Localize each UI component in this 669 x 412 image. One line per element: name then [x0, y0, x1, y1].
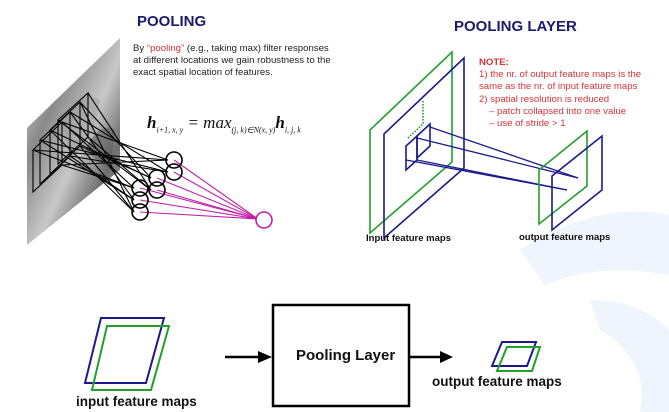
formula-rhs-sub: i, j, k: [284, 125, 301, 135]
connection-line: [57, 119, 152, 191]
pooling-connection-line: [139, 211, 259, 220]
left-title: POOLING: [137, 13, 207, 30]
pooling-connection-line: [173, 171, 259, 220]
connection-line: [61, 121, 169, 161]
connection-line: [69, 111, 169, 173]
note-block: NOTE: 1) the nr. of output feature maps …: [479, 57, 641, 130]
formula-rhs: h: [275, 113, 285, 132]
formula-op: = max: [183, 113, 232, 132]
input-feature-maps-caption: Input feature maps: [366, 233, 451, 244]
connection-line: [69, 111, 135, 201]
formula-lhs: h: [147, 113, 157, 132]
pooling-layer-label: Pooling Layer: [296, 347, 396, 364]
connection-line: [79, 101, 152, 179]
neuron-group: [131, 151, 183, 221]
neuron: [131, 203, 149, 221]
pooling-description: By “pooling” (e.g., taking max) filter r…: [133, 43, 333, 80]
pooling-connection-line: [139, 187, 259, 220]
neuron: [148, 169, 166, 187]
output-feature-maps-3d: [538, 129, 603, 232]
connection-line: [49, 129, 135, 213]
bottom-output-caption: output feature maps: [432, 374, 562, 389]
right-title: POOLING LAYER: [454, 18, 577, 35]
note-line: 1) the nr. of output feature maps is the: [479, 69, 642, 81]
connection-line: [61, 121, 135, 189]
connection-lines-magenta: [139, 159, 259, 220]
connection-line: [87, 92, 152, 191]
neuron: [131, 179, 149, 197]
note-sub-line: – use of stride > 1: [489, 118, 566, 130]
connection-line: [87, 136, 152, 191]
pooling-connection-line: [173, 159, 259, 220]
pooling-connection-line: [156, 177, 259, 220]
pooling-formula: hi+1, x, y = max(j, k)∈N(x, y)hi, j, k: [147, 113, 301, 134]
pooling-layer-box: [271, 303, 411, 408]
connection-line: [32, 149, 135, 189]
description-highlight: “pooling”: [146, 43, 185, 54]
connection-line: [79, 145, 135, 213]
pooling-connection-line: [139, 199, 259, 220]
arrow-in: [225, 351, 272, 363]
connection-line: [79, 101, 135, 213]
description-prefix: By: [133, 43, 147, 54]
neuron: [148, 181, 166, 199]
neuron: [131, 191, 149, 209]
input-feature-maps-3d: [369, 50, 465, 240]
output-feature-maps-caption: output feature maps: [519, 232, 611, 243]
note-head: NOTE:: [479, 57, 509, 68]
pooled-neuron: [255, 211, 273, 229]
formula-op-sub: (j, k)∈N(x, y): [231, 125, 276, 135]
connection-line: [39, 139, 135, 201]
output-feature-map-icon: [490, 341, 542, 372]
input-feature-map-icon: [83, 317, 171, 391]
connection-lines-black: [32, 92, 169, 213]
note-sub-line: – patch collapsed into one value: [489, 105, 627, 117]
bottom-input-caption: input feature maps: [76, 394, 197, 409]
neuron: [165, 163, 183, 181]
description-suffix: (e.g., taking max) filter responses at d…: [133, 43, 331, 79]
note-line: 2) spatial resolution is reduced: [479, 93, 610, 105]
neuron: [165, 151, 183, 169]
formula-lhs-sub: i+1, x, y: [156, 125, 184, 135]
input-to-output-projection: [405, 126, 579, 191]
arrow-out: [409, 351, 453, 363]
note-line: same as the nr. of input feature maps: [479, 81, 638, 93]
